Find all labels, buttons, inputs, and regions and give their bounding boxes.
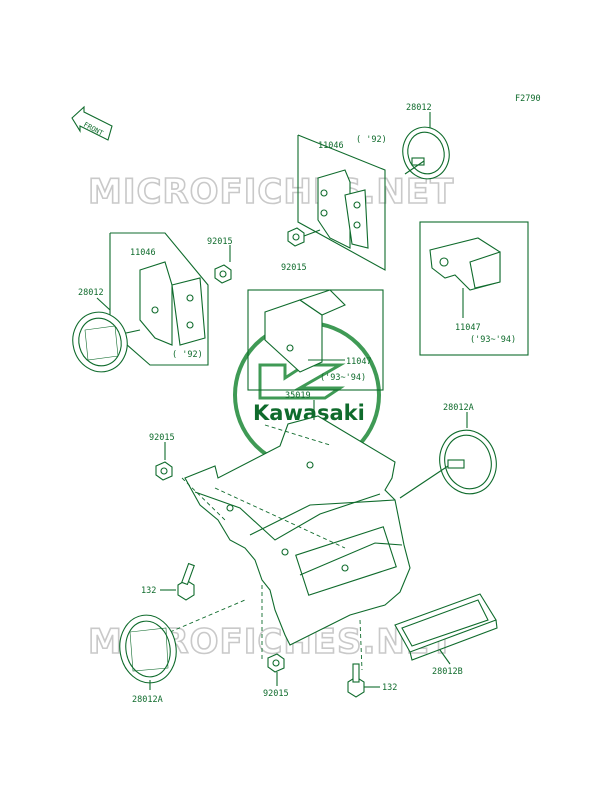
lens-28012B [394, 593, 498, 661]
label-28012B: 28012B [432, 667, 463, 677]
bracket-11046-left-group [109, 232, 209, 366]
fender-35019 [169, 415, 411, 671]
label-11047-right: 11047 [455, 323, 481, 333]
label-11047-mid: 11047 [346, 357, 372, 367]
label-132-bottom: 132 [382, 683, 397, 693]
bracket-11046-top-group [297, 134, 386, 271]
label-92015-left: 92015 [207, 237, 233, 247]
reflector-28012A-bottom [119, 614, 177, 684]
nut-92015-top [287, 227, 321, 247]
reflector-28012-left [72, 311, 141, 373]
leader-lines [96, 112, 468, 690]
label-11046-left-note: ( '92) [172, 350, 203, 360]
label-11046-top-note: ( '92) [356, 135, 387, 145]
label-92015-bottom: 92015 [263, 689, 289, 699]
label-92015-top: 92015 [281, 263, 307, 273]
front-label: FRONT [82, 121, 105, 138]
figure-code: F2790 [515, 94, 541, 104]
bolt-132-left [177, 562, 195, 601]
bolt-132-bottom [347, 663, 380, 698]
nut-92015-bottom [267, 653, 285, 673]
nut-92015-mid [155, 461, 173, 481]
watermark-top: MICROFICHES.NET [88, 172, 454, 212]
label-28012A-bottom: 28012A [132, 695, 163, 705]
bracket-11047-right-group [419, 221, 529, 356]
label-11046-left: 11046 [130, 248, 156, 258]
nut-92015-left [214, 264, 232, 284]
label-11047-mid-note: ('93~'94) [320, 373, 366, 383]
label-28012-top: 28012 [406, 103, 432, 113]
bracket-11047-mid-group [247, 289, 384, 391]
front-arrow-icon: FRONT [71, 105, 113, 141]
label-28012A-right: 28012A [443, 403, 474, 413]
label-28012-left: 28012 [78, 288, 104, 298]
label-92015-mid: 92015 [149, 433, 175, 443]
label-11046-top: 11046 [318, 141, 344, 151]
reflector-28012A-right [399, 429, 497, 499]
label-35019: 35019 [285, 391, 311, 401]
reflector-28012-top [402, 126, 450, 180]
label-132-left: 132 [141, 586, 156, 596]
label-11047-right-note: ('93~'94) [470, 335, 516, 345]
